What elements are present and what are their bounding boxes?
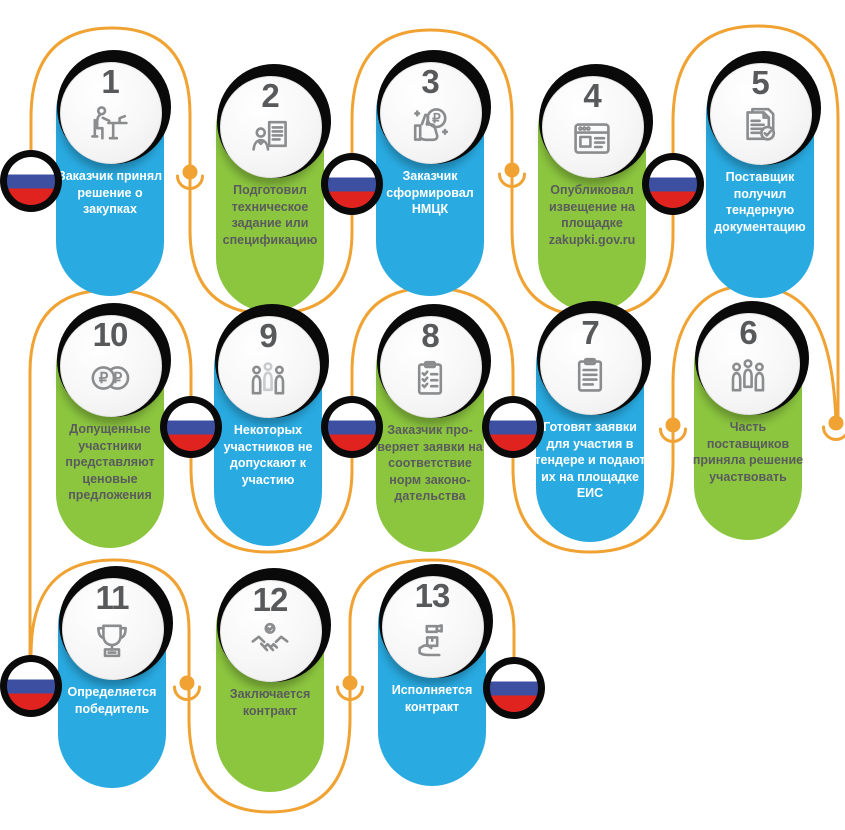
connector-nodes [173,162,845,701]
step-label: Заказчик сформировал НМЦК [386,169,474,216]
russian-flag [167,403,215,451]
step-label: Часть поставщиков приняла решение участв… [692,420,804,484]
person-at-desk-icon [86,101,134,149]
step-label: Допущенные участники представляют ценовы… [65,422,155,502]
connector-path-row1 [29,24,840,423]
svg-text:₽: ₽ [432,111,441,126]
russian-flag [490,664,538,712]
step-number: 6 [739,314,757,351]
step-number: 8 [421,317,439,354]
step-number: 12 [252,581,289,618]
step-number-circle [710,63,812,165]
connector-node-dot [504,162,520,178]
russian-flag [7,157,55,205]
russian-flag-marker [0,150,62,212]
trophy-icon [88,617,136,665]
step-label: Готовят заявки для участия в тендере и п… [534,420,646,500]
step-number: 13 [414,577,451,614]
step-label: Заказчик принял решение о закупках [57,169,163,216]
step-number-circle [218,316,320,418]
browser-window-icon [568,115,616,163]
step-label: Исполняется контракт [391,683,473,714]
person-document-icon [246,115,294,163]
russian-flag-marker [321,153,383,215]
connector-node-dot [665,417,681,433]
russian-flag [489,403,537,451]
connector-node-dot [179,675,195,691]
step-number-circle [542,76,644,178]
step-number-circle [220,76,322,178]
step-label: Опубликовал извещение на площадке zakupk… [548,183,636,247]
step-label: Поставщик получил тендерную документацию [714,170,806,234]
connector-node-arc [659,427,687,443]
step-number: 5 [751,64,769,101]
step-number-circle [62,578,164,680]
step-label: Подготовил техническое задание или специ… [222,183,318,247]
svg-text:₽: ₽ [113,371,123,387]
step-label: Заключается контракт [229,687,311,718]
step-number: 7 [581,314,599,351]
russian-flag [328,160,376,208]
step-number: 11 [95,579,130,616]
svg-text:₽: ₽ [99,371,109,387]
clipboard-icon [566,352,614,400]
delivery-hands-icon [408,615,456,663]
thumb-up-ruble-icon: ₽ [406,101,454,149]
connector-node-arc [176,174,204,190]
step-number-circle [220,580,322,682]
connector-node-arc [822,425,845,441]
connector-node-arc [173,685,201,701]
connector-node-arc [336,685,364,701]
step-number: 9 [259,317,277,354]
ruble-coins-icon: ₽₽ [86,354,134,402]
clipboard-checklist-icon [406,355,454,403]
russian-flag-marker [321,396,383,458]
three-people-icon [724,352,772,400]
handshake-check-icon [246,619,294,667]
connector-node-dot [182,164,198,180]
russian-flag-marker [642,153,704,215]
connector-node-arc [498,172,526,188]
step-number-circle [60,315,162,417]
russian-flag [649,160,697,208]
russian-flag-marker [483,657,545,719]
step-number-circle [380,62,482,164]
step-number: 3 [421,63,439,100]
step-label: Определяется победитель [67,685,157,716]
russian-flag-marker [160,396,222,458]
step-number-circle [380,316,482,418]
step-number: 10 [92,316,129,353]
connector-path-row3 [29,558,516,814]
step-number: 1 [101,63,119,100]
step-label: Некоторых участников не допускают к учас… [223,423,313,487]
russian-flag [328,403,376,451]
three-people-excluded-icon [244,355,292,403]
connector-node-dot [828,415,844,431]
russian-flag-marker [482,396,544,458]
step-number-circle [698,313,800,415]
document-check-icon [736,102,784,150]
russian-flag-marker [0,655,62,717]
russian-flag [7,662,55,710]
connector-node-dot [342,675,358,691]
step-number: 2 [261,77,279,114]
step-number-circle [60,62,162,164]
step-label: Заказчик про-веряет заявки на соответств… [377,423,483,503]
step-number: 4 [583,77,601,114]
